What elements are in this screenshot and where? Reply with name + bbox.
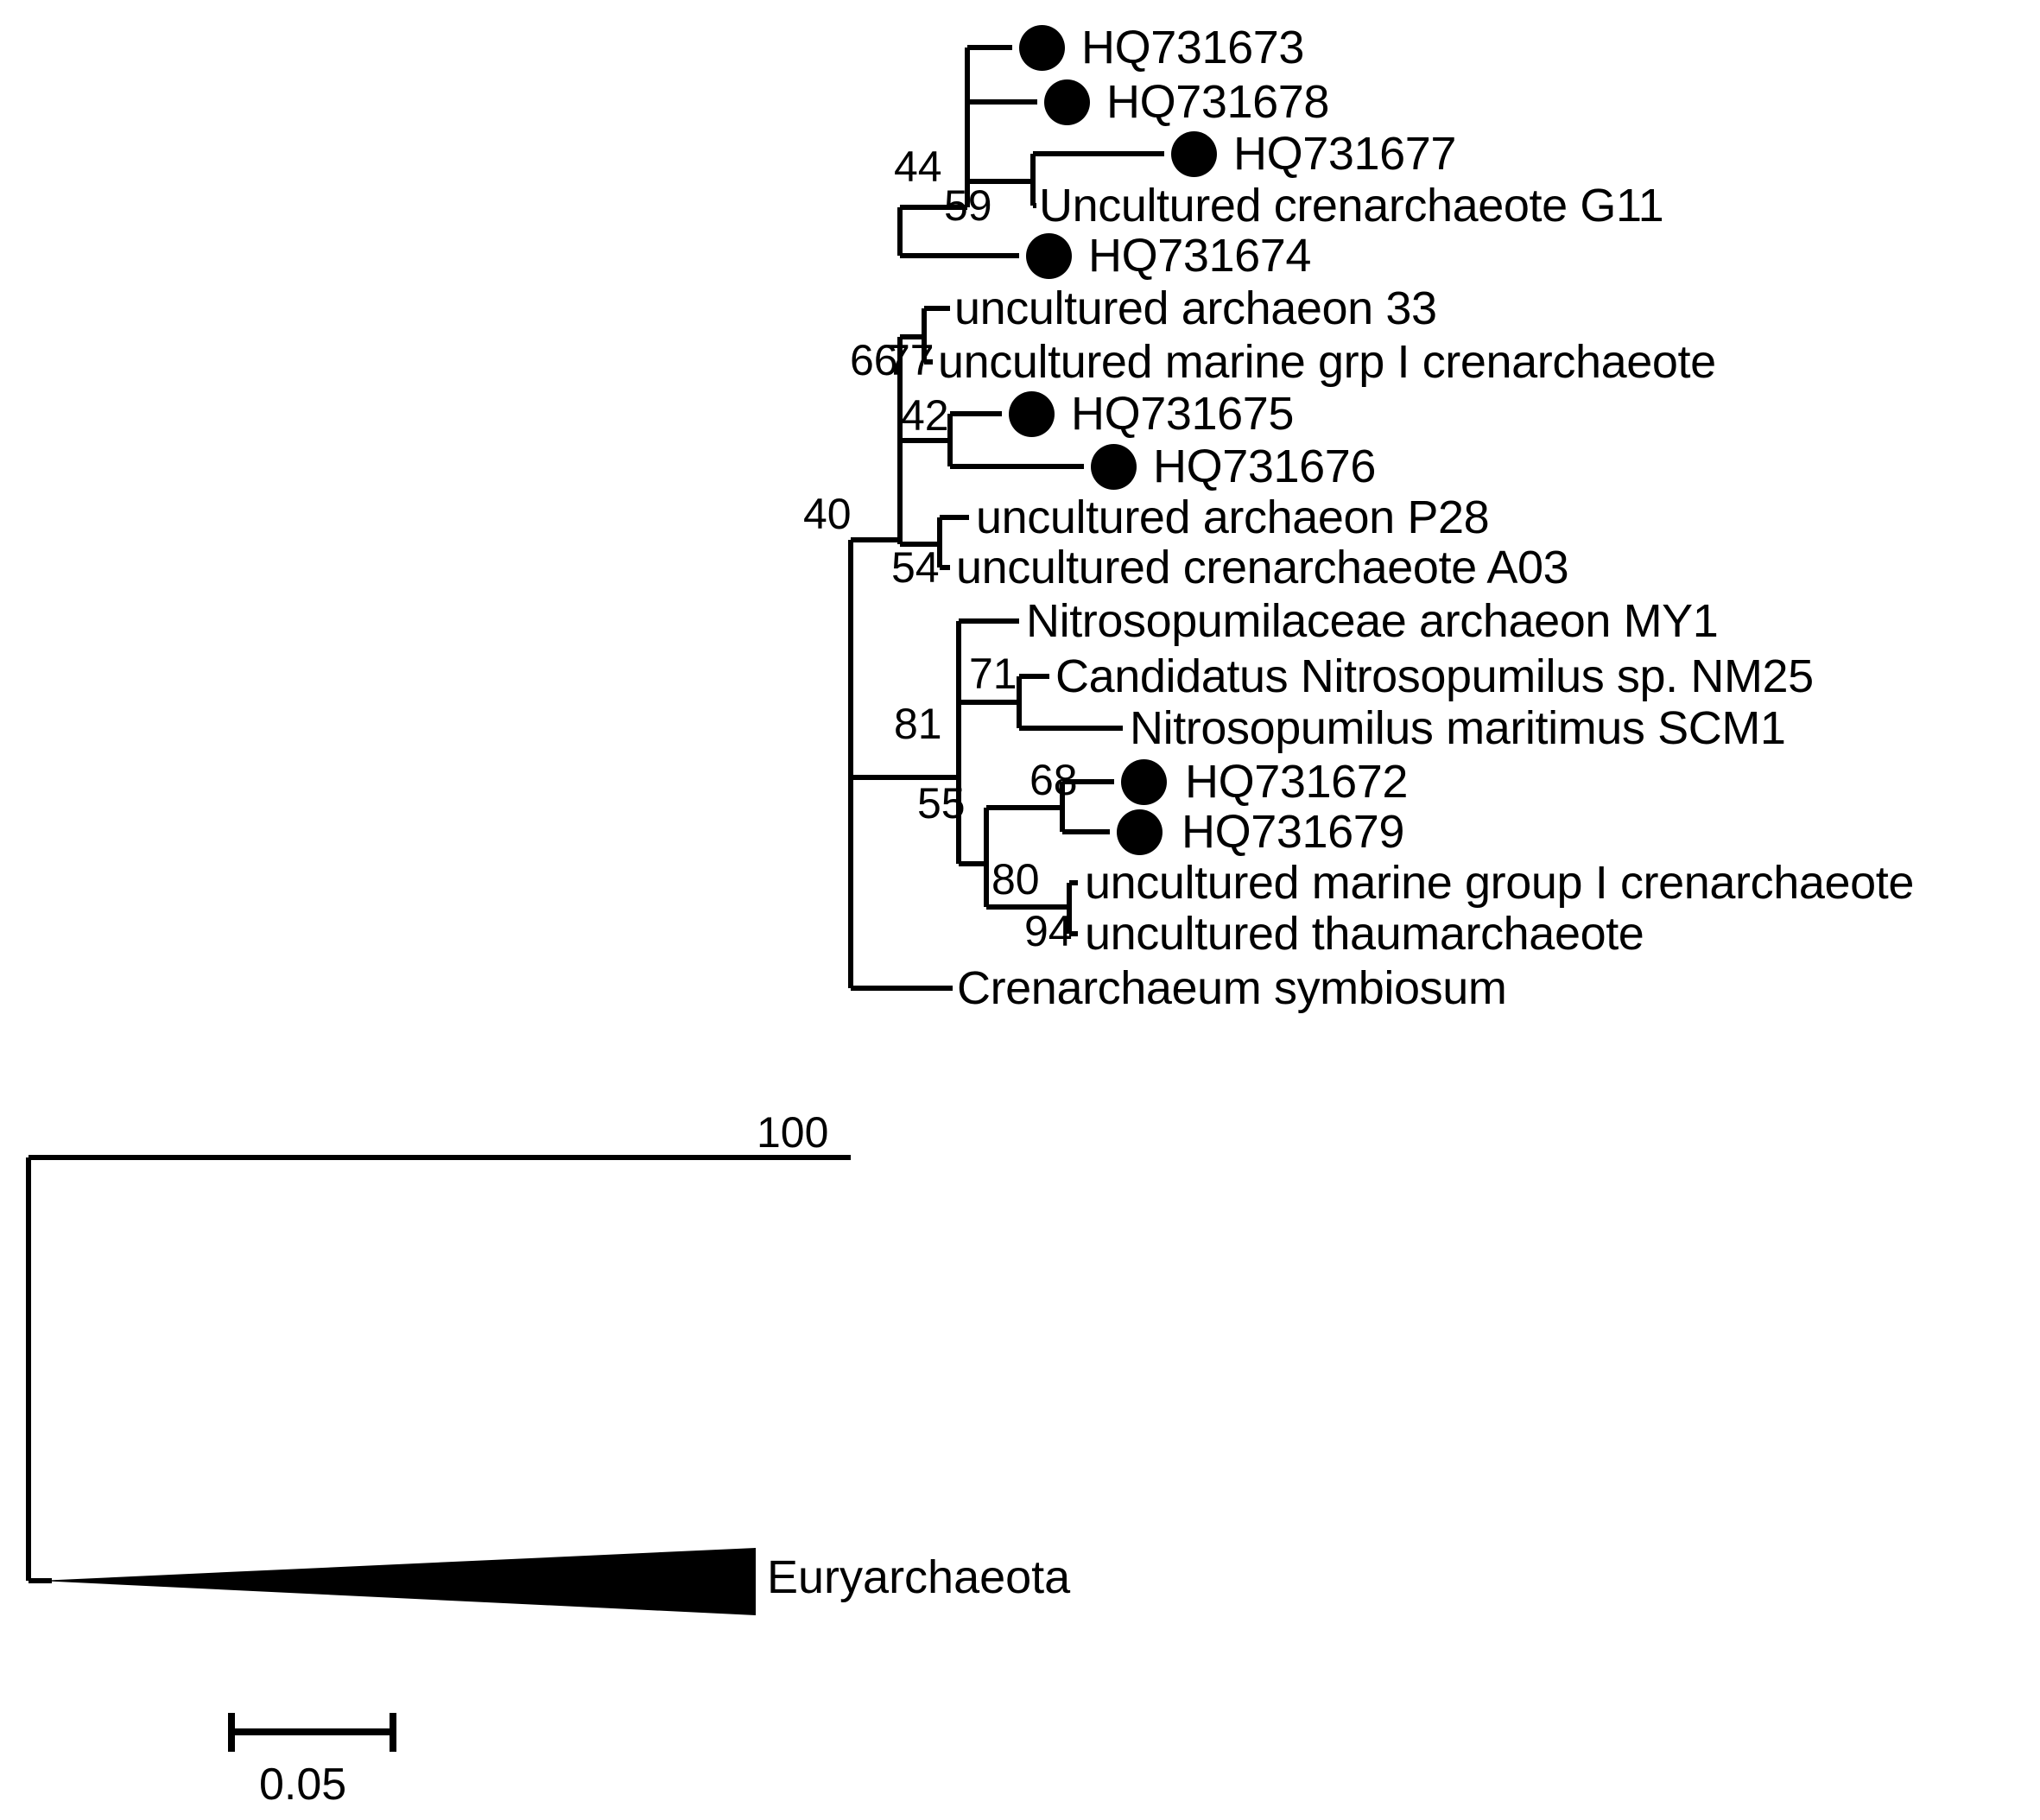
bootstrap-value-54: 54	[891, 543, 940, 592]
tip-marker-circle	[1171, 131, 1217, 177]
taxon-label-hq731676: HQ731676	[1153, 441, 1376, 492]
taxon-label-hq731679: HQ731679	[1182, 806, 1404, 858]
bootstrap-value-81: 81	[894, 700, 942, 748]
taxon-label-hq731672: HQ731672	[1185, 756, 1408, 808]
bootstrap-value-100: 100	[757, 1108, 829, 1157]
bootstrap-value-94: 94	[1024, 907, 1073, 955]
taxon-label-hq731674: HQ731674	[1088, 230, 1311, 282]
scale-bar	[228, 1713, 396, 1752]
taxon-label-nitrosopumilaceae-archaeon-my1: Nitrosopumilaceae archaeon MY1	[1026, 595, 1719, 647]
bootstrap-value-44: 44	[894, 143, 942, 191]
bootstrap-value-80: 80	[991, 855, 1040, 904]
taxon-label-uncultured-thaumarchaeote: uncultured thaumarchaeote	[1085, 908, 1644, 960]
bootstrap-value-55: 55	[917, 779, 966, 828]
taxon-label-uncultured-crenarchaeote-a03: uncultured crenarchaeote A03	[956, 542, 1569, 593]
tip-marker-circle	[1044, 79, 1090, 125]
bootstrap-value-68: 68	[1030, 756, 1078, 804]
taxon-label-hq731677: HQ731677	[1233, 128, 1456, 180]
taxon-label-uncultured-archaeon-p28: uncultured archaeon P28	[976, 491, 1490, 543]
tip-marker-circle	[1121, 759, 1167, 805]
bootstrap-value-42: 42	[901, 391, 949, 440]
tip-marker-circle	[1019, 25, 1065, 71]
tip-marker-circle	[1117, 809, 1163, 855]
taxon-label-uncultured-archaeon-33: uncultured archaeon 33	[954, 282, 1437, 334]
scale-bar-label: 0.05	[259, 1760, 347, 1810]
taxon-label-uncultured-marine-grp-I-crenarchaeote: uncultured marine grp I crenarchaeote	[938, 336, 1716, 388]
taxon-label-nitrosopumilus-maritimus-scm1: Nitrosopumilus maritimus SCM1	[1130, 702, 1786, 754]
taxon-label-crenarchaeum-symbiosum: Crenarchaeum symbiosum	[957, 962, 1507, 1014]
bootstrap-value-40: 40	[803, 490, 852, 538]
taxon-label-uncultured-marine-group-I-crenarchaeote: uncultured marine group I crenarchaeote	[1085, 857, 1914, 909]
bootstrap-value-77: 77	[886, 336, 934, 384]
tip-marker-circle	[1026, 233, 1072, 279]
clade-label-euryarchaeota: Euryarchaeota	[767, 1551, 1071, 1603]
bootstrap-value-66: 66	[850, 336, 898, 384]
taxon-label-uncultured-crenarchaeote-g11: Uncultured crenarchaeote G11	[1039, 180, 1664, 231]
euryarchaeota-triangle	[39, 1548, 756, 1615]
taxon-label-hq731673: HQ731673	[1081, 22, 1304, 73]
bootstrap-value-71: 71	[969, 650, 1017, 698]
taxon-label-candidatus-nitrosopumilus-nm25: Candidatus Nitrosopumilus sp. NM25	[1055, 650, 1814, 702]
bootstrap-value-59: 59	[944, 181, 992, 230]
tip-marker-circle	[1009, 391, 1055, 437]
taxon-label-hq731675: HQ731675	[1071, 388, 1294, 440]
taxon-label-hq731678: HQ731678	[1106, 76, 1329, 128]
tip-marker-circle	[1091, 444, 1137, 490]
